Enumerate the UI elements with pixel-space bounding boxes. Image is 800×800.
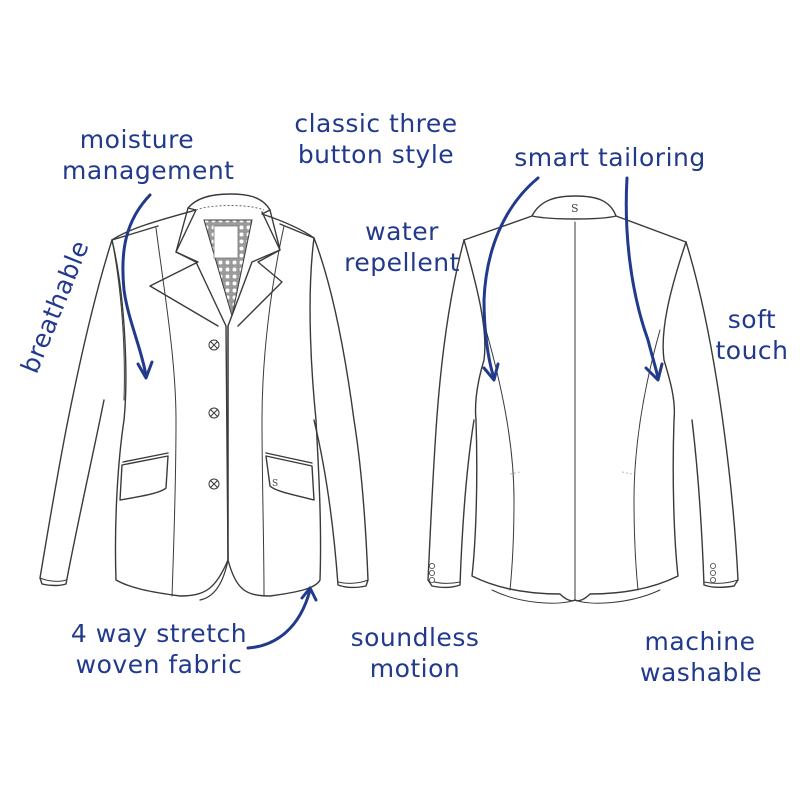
front-closure <box>199 325 229 601</box>
annotation-arrows <box>121 176 664 650</box>
front-collar <box>187 193 271 211</box>
front-left-side-line <box>111 239 125 401</box>
back-collar-logo-mark: S <box>571 202 579 215</box>
label-classic-three-button-style-line2: button style <box>297 140 455 169</box>
label-soft-touch: soft touch <box>712 304 792 366</box>
front-right-princess-seam <box>261 225 285 597</box>
back-left-sleeve-buttons <box>428 562 436 584</box>
front-right-pocket-flap <box>265 455 315 501</box>
label-water-repellent-line2: repellent <box>344 248 460 277</box>
arrow-smart-tailoring-right <box>624 176 660 380</box>
back-hem-curve <box>491 589 661 604</box>
arrowhead-smart-tailoring-right <box>644 362 664 382</box>
front-right-cuff <box>337 579 369 584</box>
arrow-moisture-management <box>121 193 152 378</box>
label-soundless-motion-line1: soundless <box>350 623 480 652</box>
front-right-shoulder <box>279 223 315 239</box>
collar-label-tag <box>213 225 239 259</box>
label-smart-tailoring-line1: smart tailoring <box>514 143 706 172</box>
back-right-sleeve-buttons <box>709 562 717 584</box>
front-left-sleeve <box>39 239 113 587</box>
front-left-pocket-welt <box>122 452 169 463</box>
front-body-left <box>111 207 229 597</box>
front-buttons <box>208 339 220 490</box>
button-icon <box>208 407 220 419</box>
label-water-repellent-line1: water <box>365 217 439 246</box>
label-soundless-motion-line2: motion <box>369 654 461 683</box>
collar-stand-stitch <box>195 205 265 211</box>
back-left-sleeve <box>427 239 475 589</box>
front-left-shoulder <box>111 225 159 241</box>
label-moisture-management-line2: management <box>62 156 235 185</box>
back-right-cuff <box>703 579 739 584</box>
button-icon <box>208 339 220 351</box>
label-machine-washable-line1: machine <box>644 627 756 656</box>
back-body-left <box>463 239 576 602</box>
pocket-logo-mark: S <box>272 479 278 489</box>
arrow-smart-tailoring-left <box>482 176 540 380</box>
back-pocket-hint-right <box>621 471 633 475</box>
arrowhead-smart-tailoring-left <box>482 362 500 382</box>
label-soft-touch-line1: soft <box>727 305 777 334</box>
back-pocket-hint-left <box>509 471 521 475</box>
arrowhead-moisture-management <box>136 360 154 380</box>
back-jacket <box>427 195 739 604</box>
arrowhead-four-way-stretch <box>300 586 318 602</box>
label-moisture-management-line1: moisture <box>79 125 195 154</box>
front-right-pocket-welt <box>265 452 313 464</box>
label-soundless-motion: soundless motion <box>350 622 480 684</box>
front-left-pocket-flap <box>119 455 169 501</box>
front-left-lapel <box>149 209 219 327</box>
label-classic-three-button-style: classic three button style <box>290 108 462 170</box>
front-body-right <box>227 209 322 597</box>
label-four-way-stretch-woven-fabric: 4 way stretch woven fabric <box>64 618 254 680</box>
front-right-lapel <box>237 211 283 327</box>
label-classic-three-button-style-line1: classic three <box>294 109 458 138</box>
back-right-sleeve <box>685 241 739 589</box>
front-jacket <box>39 193 369 601</box>
front-left-cuff <box>39 577 67 582</box>
label-water-repellent: water repellent <box>342 216 462 278</box>
label-machine-washable: machine washable <box>640 626 763 688</box>
label-soft-touch-line2: touch <box>715 336 789 365</box>
back-body-right <box>574 241 687 602</box>
front-left-princess-seam <box>155 227 177 597</box>
front-right-sleeve <box>313 237 369 589</box>
label-machine-washable-line2: washable <box>640 658 763 687</box>
label-smart-tailoring: smart tailoring <box>510 142 710 173</box>
arrow-four-way-stretch <box>246 588 312 650</box>
button-icon <box>208 478 220 490</box>
label-four-way-stretch-line1: 4 way stretch <box>70 619 248 648</box>
label-moisture-management: moisture management <box>62 124 235 186</box>
label-four-way-stretch-line2: woven fabric <box>75 650 243 679</box>
back-collar <box>531 195 617 220</box>
